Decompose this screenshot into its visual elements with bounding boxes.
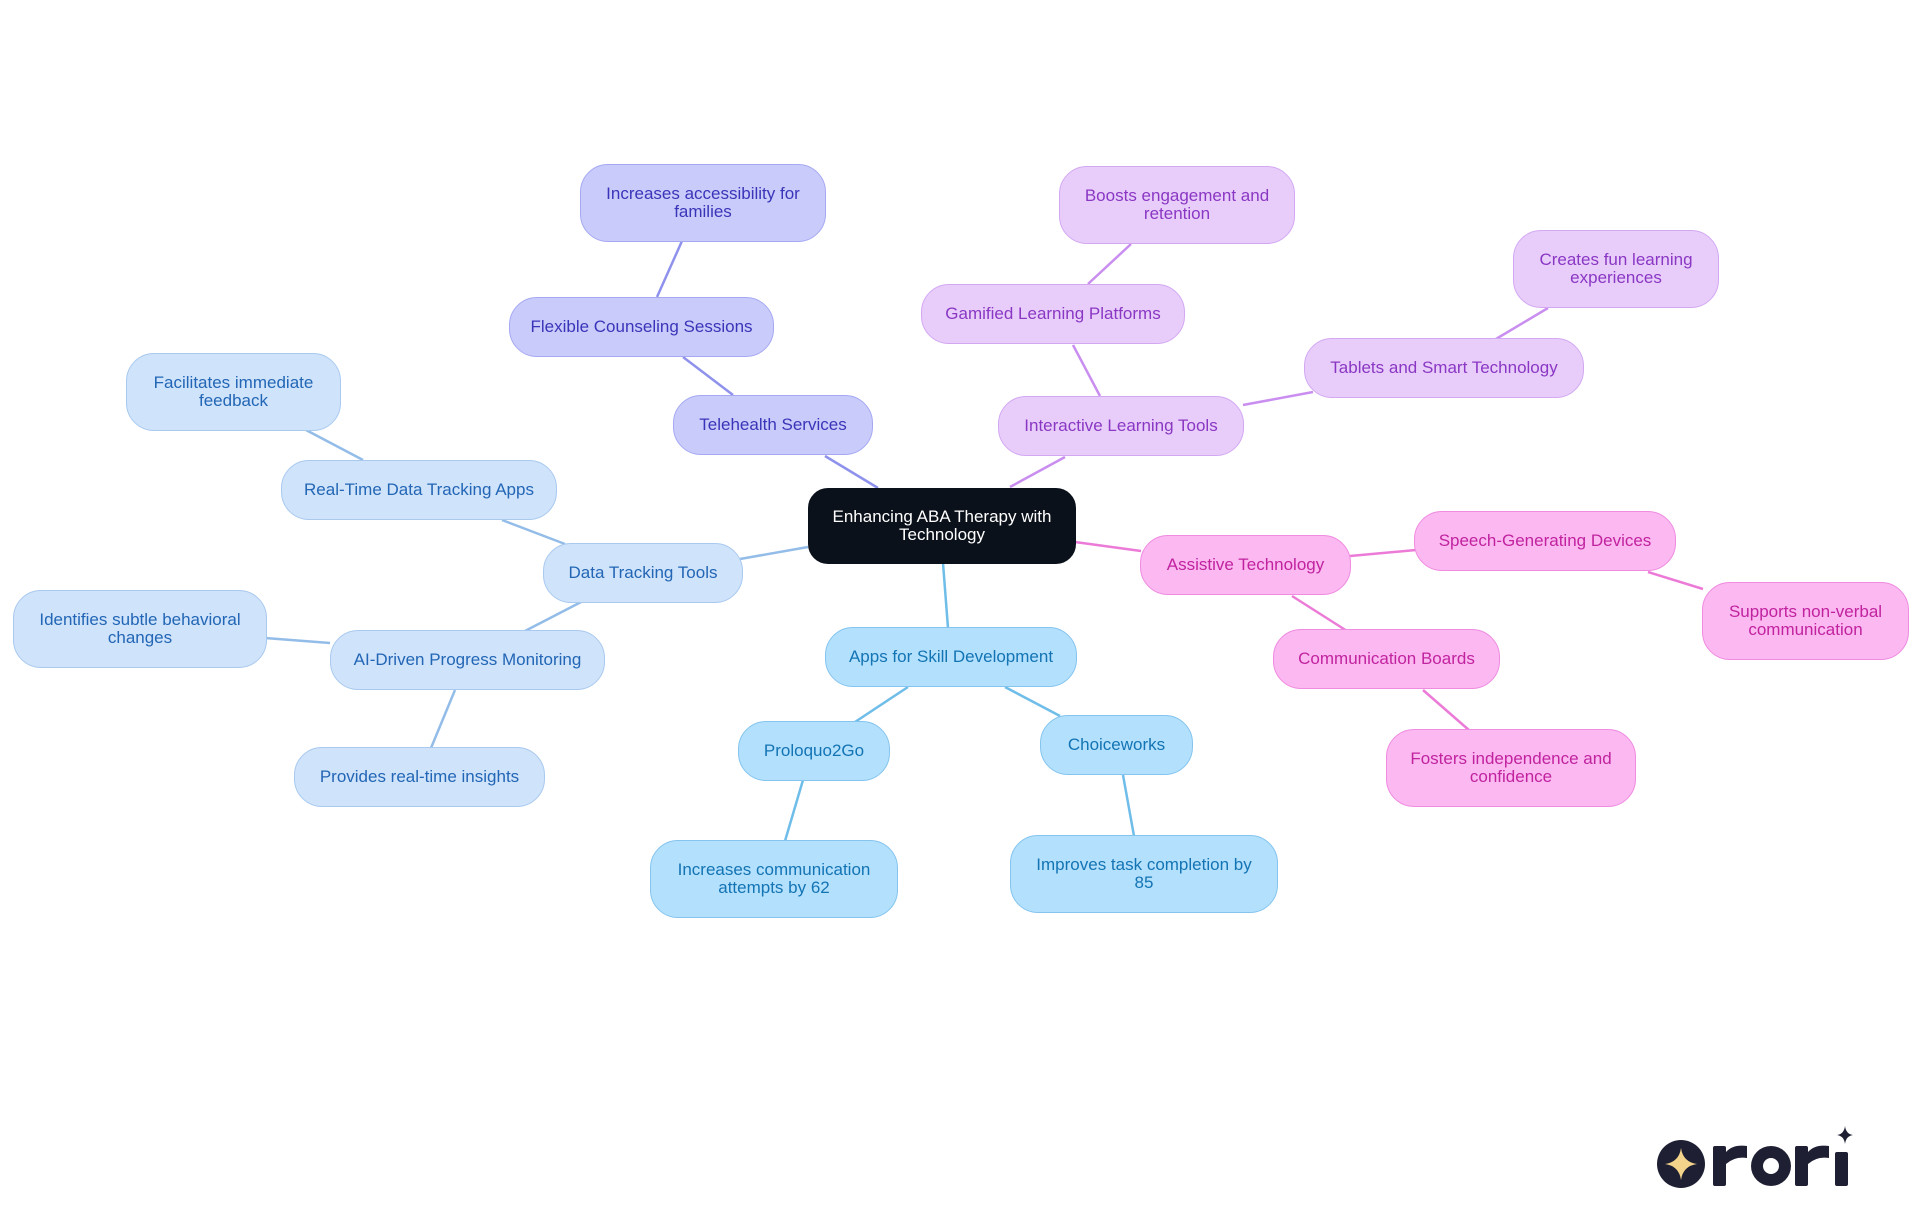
node-label: Assistive Technology <box>1166 555 1325 574</box>
link-speech-nonverbal <box>1647 570 1704 591</box>
rori-logo <box>1657 1126 1853 1188</box>
node-label: Tablets and Smart Technology <box>1330 358 1558 377</box>
node-increases-communication-attempts[interactable]: Increases communication attempts by 62 <box>650 840 898 918</box>
node-label: Supports non-verbal communication <box>1728 602 1883 639</box>
node-label: Facilitates immediate feedback <box>153 373 314 410</box>
node-label: Increases accessibility for families <box>606 184 800 221</box>
link-data-ai <box>524 599 584 633</box>
node-label: Interactive Learning Tools <box>1024 416 1218 435</box>
link-ai-subtle <box>264 636 331 645</box>
node-telehealth-services[interactable]: Telehealth Services <box>673 395 873 455</box>
link-telehealth-flexible <box>682 356 734 396</box>
node-label: Communication Boards <box>1298 649 1475 668</box>
node-supports-non-verbal[interactable]: Supports non-verbal communication <box>1702 582 1909 660</box>
node-real-time-data-tracking-apps[interactable]: Real-Time Data Tracking Apps <box>281 460 557 520</box>
link-choiceworks-detail <box>1121 774 1136 837</box>
link-assistive-speech <box>1349 548 1417 558</box>
link-boards-independence <box>1422 689 1471 732</box>
node-increases-accessibility[interactable]: Increases accessibility for families <box>580 164 826 242</box>
node-facilitates-immediate-feedback[interactable]: Facilitates immediate feedback <box>126 353 341 431</box>
link-assistive-boards <box>1291 594 1348 633</box>
node-creates-fun-learning[interactable]: Creates fun learning experiences <box>1513 230 1719 308</box>
node-data-tracking-tools[interactable]: Data Tracking Tools <box>543 543 743 603</box>
logo-wordmark-shape <box>1713 1145 1848 1186</box>
node-label: Apps for Skill Development <box>848 647 1054 666</box>
node-label: Real-Time Data Tracking Apps <box>304 480 534 499</box>
link-proloquo-detail <box>783 779 805 842</box>
center-node[interactable]: Enhancing ABA Therapy with Technology <box>808 488 1076 564</box>
logo-o-counter <box>1763 1158 1779 1174</box>
logo-sparkle-icon <box>1665 1148 1697 1180</box>
center-node-label: Enhancing ABA Therapy with Technology <box>832 507 1052 544</box>
link-interactive-gamified <box>1071 344 1102 397</box>
link-center-interactive <box>1009 455 1066 489</box>
node-assistive-technology[interactable]: Assistive Technology <box>1140 535 1351 595</box>
node-label: Boosts engagement and retention <box>1084 186 1270 223</box>
node-speech-generating-devices[interactable]: Speech-Generating Devices <box>1414 511 1676 571</box>
link-interactive-tablets <box>1242 390 1314 407</box>
link-realtime-feedback <box>305 428 364 462</box>
node-proloquo2go[interactable]: Proloquo2Go <box>738 721 890 781</box>
node-label: Identifies subtle behavioral changes <box>39 610 241 647</box>
node-label: Speech-Generating Devices <box>1438 531 1652 550</box>
link-gamified-engagement <box>1087 243 1132 285</box>
node-tablets-and-smart-technology[interactable]: Tablets and Smart Technology <box>1304 338 1584 398</box>
link-center-assistive <box>1074 540 1142 553</box>
node-label: Increases communication attempts by 62 <box>677 860 871 897</box>
node-improves-task-completion[interactable]: Improves task completion by 85 <box>1010 835 1278 913</box>
node-label: Proloquo2Go <box>763 741 865 760</box>
link-center-telehealth <box>824 454 879 490</box>
node-label: Fosters independence and confidence <box>1410 749 1612 786</box>
node-label: Choiceworks <box>1067 735 1166 754</box>
node-gamified-learning-platforms[interactable]: Gamified Learning Platforms <box>921 284 1185 344</box>
link-flexible-accessibility <box>655 240 684 298</box>
node-label: Creates fun learning experiences <box>1539 250 1693 287</box>
node-choiceworks[interactable]: Choiceworks <box>1040 715 1193 775</box>
node-ai-driven-progress-monitoring[interactable]: AI-Driven Progress Monitoring <box>330 630 605 690</box>
link-tablets-fun <box>1495 306 1549 341</box>
link-center-apps <box>941 562 950 629</box>
node-label: AI-Driven Progress Monitoring <box>353 650 582 669</box>
node-label: Provides real-time insights <box>319 767 520 786</box>
link-center-data <box>739 545 809 561</box>
node-boosts-engagement[interactable]: Boosts engagement and retention <box>1059 166 1295 244</box>
node-label: Gamified Learning Platforms <box>945 304 1161 323</box>
node-interactive-learning-tools[interactable]: Interactive Learning Tools <box>998 396 1244 456</box>
node-identifies-subtle-changes[interactable]: Identifies subtle behavioral changes <box>13 590 267 668</box>
node-apps-for-skill-development[interactable]: Apps for Skill Development <box>825 627 1077 687</box>
node-provides-real-time-insights[interactable]: Provides real-time insights <box>294 747 545 807</box>
node-label: Data Tracking Tools <box>568 563 718 582</box>
logo-star-icon <box>1837 1126 1853 1144</box>
node-flexible-counseling-sessions[interactable]: Flexible Counseling Sessions <box>509 297 774 357</box>
link-data-realtime <box>501 518 566 546</box>
link-ai-insights <box>429 689 457 749</box>
node-fosters-independence[interactable]: Fosters independence and confidence <box>1386 729 1636 807</box>
node-label: Flexible Counseling Sessions <box>530 317 753 336</box>
node-communication-boards[interactable]: Communication Boards <box>1273 629 1500 689</box>
node-label: Improves task completion by 85 <box>1036 855 1252 892</box>
link-apps-proloquo <box>854 685 909 724</box>
link-apps-choiceworks <box>1004 685 1061 718</box>
node-label: Telehealth Services <box>699 415 847 434</box>
